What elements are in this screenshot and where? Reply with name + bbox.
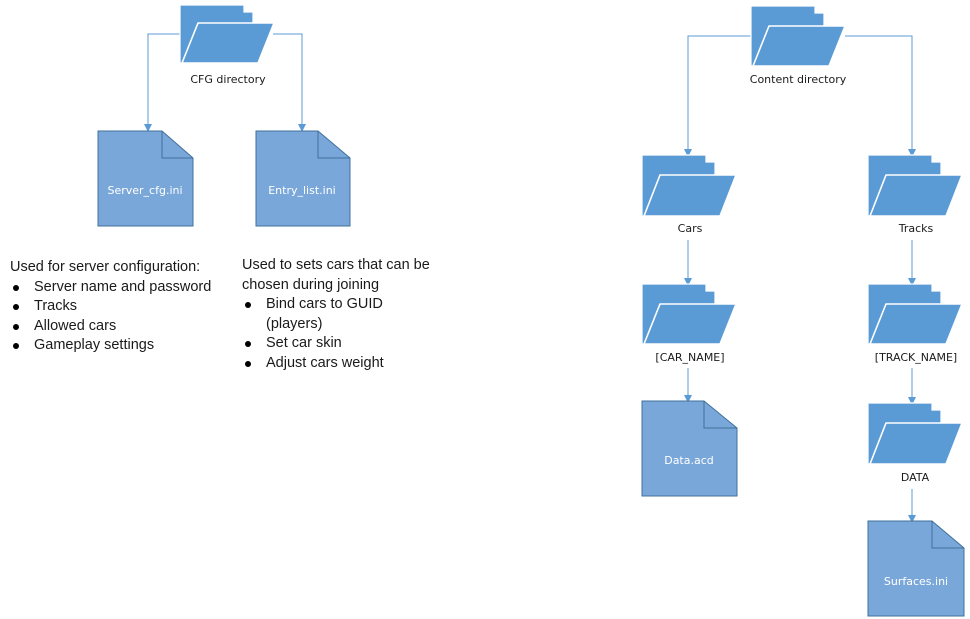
file-label: Entry_list.ini (268, 184, 336, 197)
folder-icon (867, 402, 963, 465)
note-list: Server name and password Tracks Allowed … (10, 278, 235, 356)
folder-icon (641, 283, 737, 345)
node-car-name[interactable]: [CAR_NAME] (641, 283, 737, 364)
node-tracks[interactable]: Tracks (867, 154, 963, 235)
node-label: DATA (901, 471, 930, 484)
note-item: Bind cars to GUID (players) (242, 295, 442, 334)
node-data-acd[interactable]: Data.acd (641, 400, 738, 497)
node-label: Content directory (750, 73, 847, 86)
node-server-cfg[interactable]: Server_cfg.ini (97, 130, 194, 227)
server-cfg-notes: Used for server configuration: Server na… (10, 258, 235, 356)
note-item: Gameplay settings (10, 336, 235, 356)
folder-icon (867, 154, 963, 217)
connector-cfg-to-server-cfg (144, 33, 180, 132)
node-surfaces[interactable]: Surfaces.ini (867, 520, 965, 617)
note-item: Tracks (10, 297, 235, 317)
note-list: Bind cars to GUID (players) Set car skin… (242, 295, 442, 373)
node-cars[interactable]: Cars (641, 154, 737, 235)
connectors (144, 33, 916, 523)
node-label: Tracks (898, 222, 934, 235)
note-item: Set car skin (242, 334, 442, 354)
file-icon (867, 520, 965, 617)
connector-content-to-cars (684, 35, 752, 157)
file-label: Data.acd (664, 454, 714, 467)
node-label: [CAR_NAME] (655, 351, 724, 364)
node-label: CFG directory (190, 73, 266, 86)
node-cfg-directory[interactable]: CFG directory (179, 4, 275, 86)
connector-content-to-tracks (845, 35, 916, 157)
file-icon (255, 130, 351, 227)
folder-icon (641, 154, 737, 217)
note-heading: Used for server configuration: (10, 259, 201, 275)
entry-list-notes: Used to sets cars that can be chosen dur… (242, 256, 442, 373)
note-item: Adjust cars weight (242, 354, 442, 374)
node-data[interactable]: DATA (867, 402, 963, 484)
node-content-directory[interactable]: Content directory (750, 5, 847, 86)
note-heading: Used to sets cars that can be chosen dur… (242, 257, 430, 293)
connector-cfg-to-entry-list (273, 33, 306, 132)
folder-icon (867, 283, 963, 345)
node-label: [TRACK_NAME] (875, 351, 957, 364)
file-label: Server_cfg.ini (107, 184, 182, 197)
file-icon (97, 130, 194, 227)
folder-icon (179, 4, 275, 64)
node-entry-list[interactable]: Entry_list.ini (255, 130, 351, 227)
file-label: Surfaces.ini (884, 575, 948, 588)
note-item: Server name and password (10, 278, 235, 298)
folder-icon (750, 5, 846, 67)
node-label: Cars (678, 222, 703, 235)
note-item: Allowed cars (10, 317, 235, 337)
file-icon (641, 400, 738, 497)
node-track-name[interactable]: [TRACK_NAME] (867, 283, 963, 364)
